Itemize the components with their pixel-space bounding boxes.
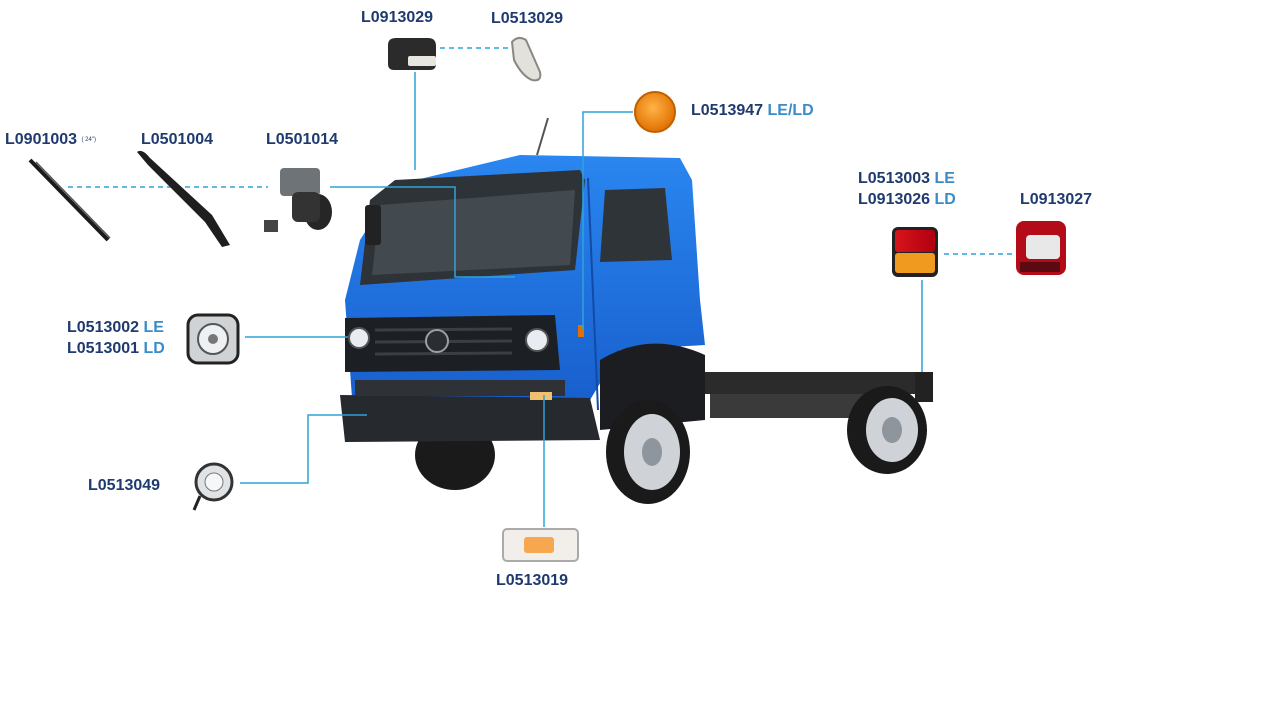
label-tail-lamp-le-code: L0513003 <box>858 170 931 187</box>
label-wiper-blade-code: L0901003 <box>5 131 78 149</box>
wiper-motor-icon <box>264 168 332 232</box>
label-turn-signal: L0513019 <box>496 572 569 589</box>
tail-lamp-icon <box>892 227 938 277</box>
line-fog-lamp <box>240 414 367 484</box>
label-headlamp-ld: L0513001 LD <box>67 339 165 359</box>
label-headlamp-le-side: LE <box>143 319 164 336</box>
headlamp-icon <box>186 313 240 365</box>
label-headlamp-ld-code: L0513001 <box>67 340 140 357</box>
line-side-marker <box>582 111 633 330</box>
line-wiper-motor <box>330 186 515 278</box>
roof-lamp-base-icon <box>388 38 436 70</box>
label-side-marker-code: L0513947 <box>691 102 764 119</box>
label-wiper-motor: L0501014 <box>266 131 339 148</box>
label-wiper-blade: L0901003 ( 24") <box>5 130 96 150</box>
front-bumper <box>340 395 600 442</box>
label-side-marker-side: LE/LD <box>767 102 814 119</box>
antenna <box>536 117 549 156</box>
label-wiper-arm: L0501004 <box>141 131 214 148</box>
label-headlamp-ld-side: LD <box>143 340 165 357</box>
headlight-right <box>525 328 549 352</box>
label-fog-lamp: L0513049 <box>88 477 161 494</box>
cab-side-marker <box>578 325 584 337</box>
label-headlamp-le-code: L0513002 <box>67 319 140 336</box>
vw-logo <box>425 329 449 353</box>
label-side-marker: L0513947 LE/LD <box>691 101 814 121</box>
label-headlamp-le: L0513002 LE <box>67 318 164 338</box>
label-plate-lamp: L0913027 <box>1020 191 1093 208</box>
label-tail-lamp-ld-code: L0913026 <box>858 191 931 208</box>
door-window <box>600 188 672 262</box>
fog-lamp-icon <box>192 462 234 511</box>
wiper-blade-icon <box>28 158 111 242</box>
label-wiper-blade-note: ( 24") <box>81 137 96 143</box>
label-tail-lamp-le-side: LE <box>934 170 955 187</box>
label-roof-lamp-lens: L0513029 <box>491 10 564 27</box>
headlight-left <box>348 327 370 349</box>
front-wheel <box>606 400 690 504</box>
label-roof-lamp-base: L0913029 <box>361 9 434 26</box>
label-tail-lamp-le: L0513003 LE <box>858 169 955 189</box>
rear-wheel <box>847 386 927 474</box>
label-tail-lamp-ld: L0913026 LD <box>858 190 956 210</box>
plate-lamp-icon <box>1016 221 1066 275</box>
turn-signal-icon <box>502 528 579 562</box>
label-tail-lamp-ld-side: LD <box>934 191 956 208</box>
roof-lamp-lens-icon <box>510 36 542 82</box>
truck-illustration <box>340 117 933 504</box>
wiper-arm-icon <box>137 150 230 247</box>
left-mirror <box>365 205 381 245</box>
amber-marker-icon <box>634 91 676 133</box>
leader-lines <box>68 47 1015 527</box>
